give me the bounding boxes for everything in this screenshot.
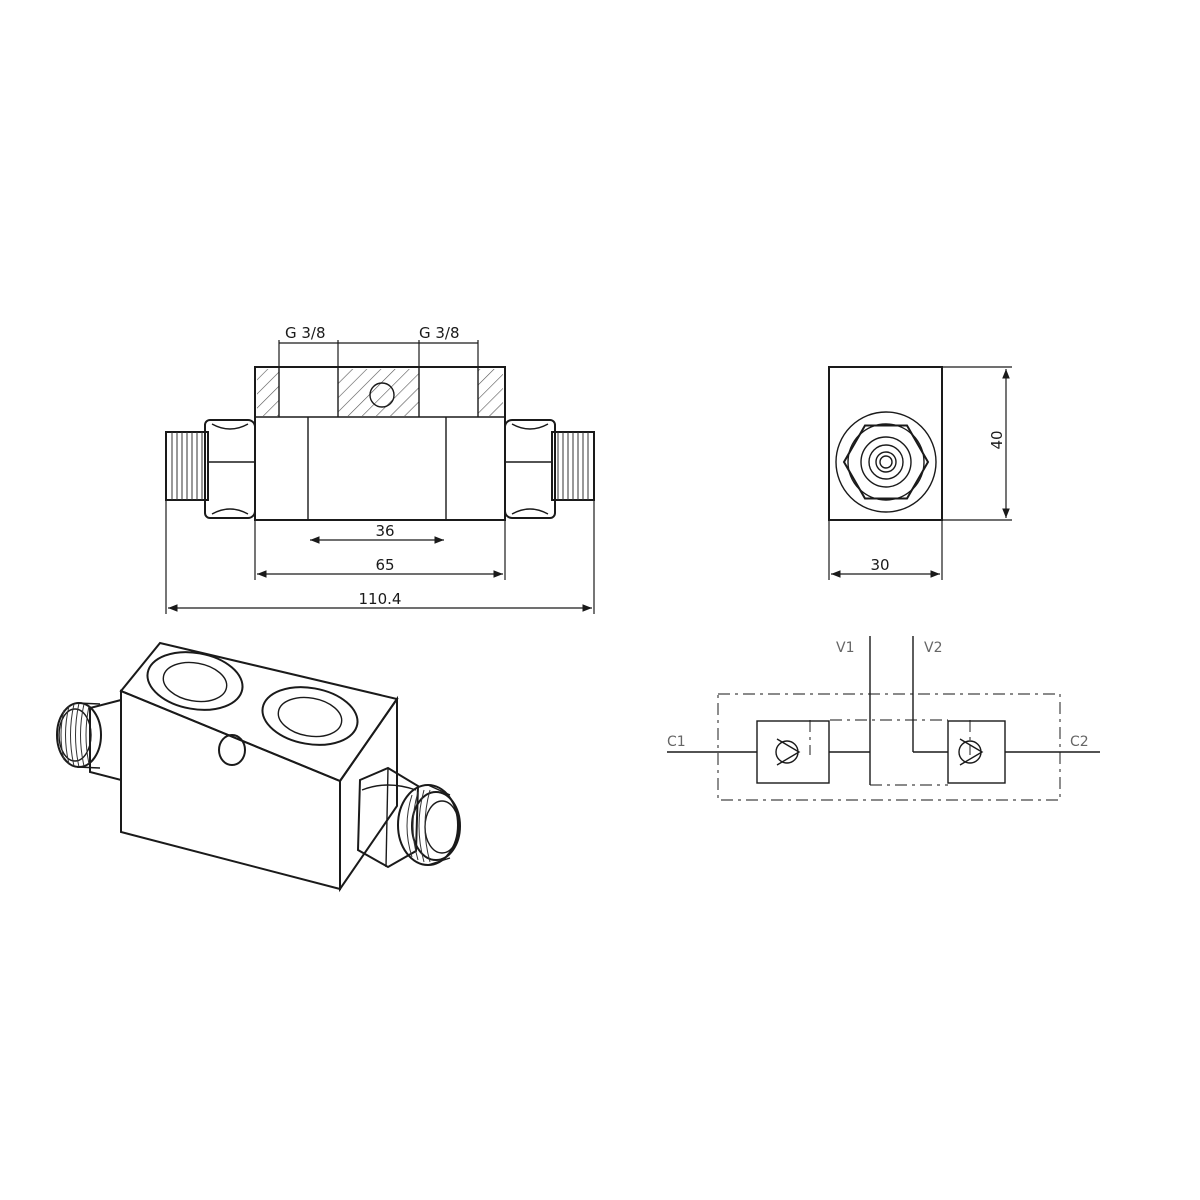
side-body: [828, 366, 943, 521]
dim-40: 40: [988, 430, 1006, 449]
dim-65: 65: [375, 556, 394, 574]
left-fitting: [165, 419, 256, 519]
iso-left-fitting: [56, 698, 122, 782]
iso-cross-hole: [218, 734, 246, 766]
isometric-view: [56, 641, 461, 893]
dim-36: 36: [375, 522, 394, 540]
section-hatch-left: [257, 369, 279, 416]
iso-port-right: [261, 686, 359, 746]
iso-port-left: [146, 651, 244, 711]
side-view: 40 30: [828, 366, 1012, 580]
right-fitting: [504, 419, 595, 519]
dim-30: 30: [870, 556, 889, 574]
hydraulic-schematic: V1 V2 C1 C2: [667, 636, 1100, 801]
iso-end-face: [339, 695, 398, 893]
dim-110: 110.4: [359, 590, 402, 608]
label-c1: C1: [667, 734, 686, 750]
label-c2: C2: [1070, 734, 1089, 750]
iso-right-fitting: [356, 766, 461, 869]
port-right-label: G 3/8: [419, 324, 460, 342]
iso-front-face: [120, 689, 341, 891]
section-hatch-center: [338, 369, 419, 416]
check-valve-right: [947, 720, 1006, 784]
fitting-outer-ring: [835, 411, 937, 513]
valve-enclosure: [717, 693, 1061, 801]
hex-nut: [842, 424, 930, 500]
label-v1: V1: [836, 640, 854, 656]
label-v2: V2: [924, 640, 942, 656]
port-left-label: G 3/8: [285, 324, 326, 342]
check-valve-left: [756, 720, 830, 784]
cross-hole: [369, 382, 395, 408]
section-hatch-right: [478, 369, 503, 416]
front-view: G 3/8 G 3/8 36 65 110.4: [165, 324, 595, 614]
